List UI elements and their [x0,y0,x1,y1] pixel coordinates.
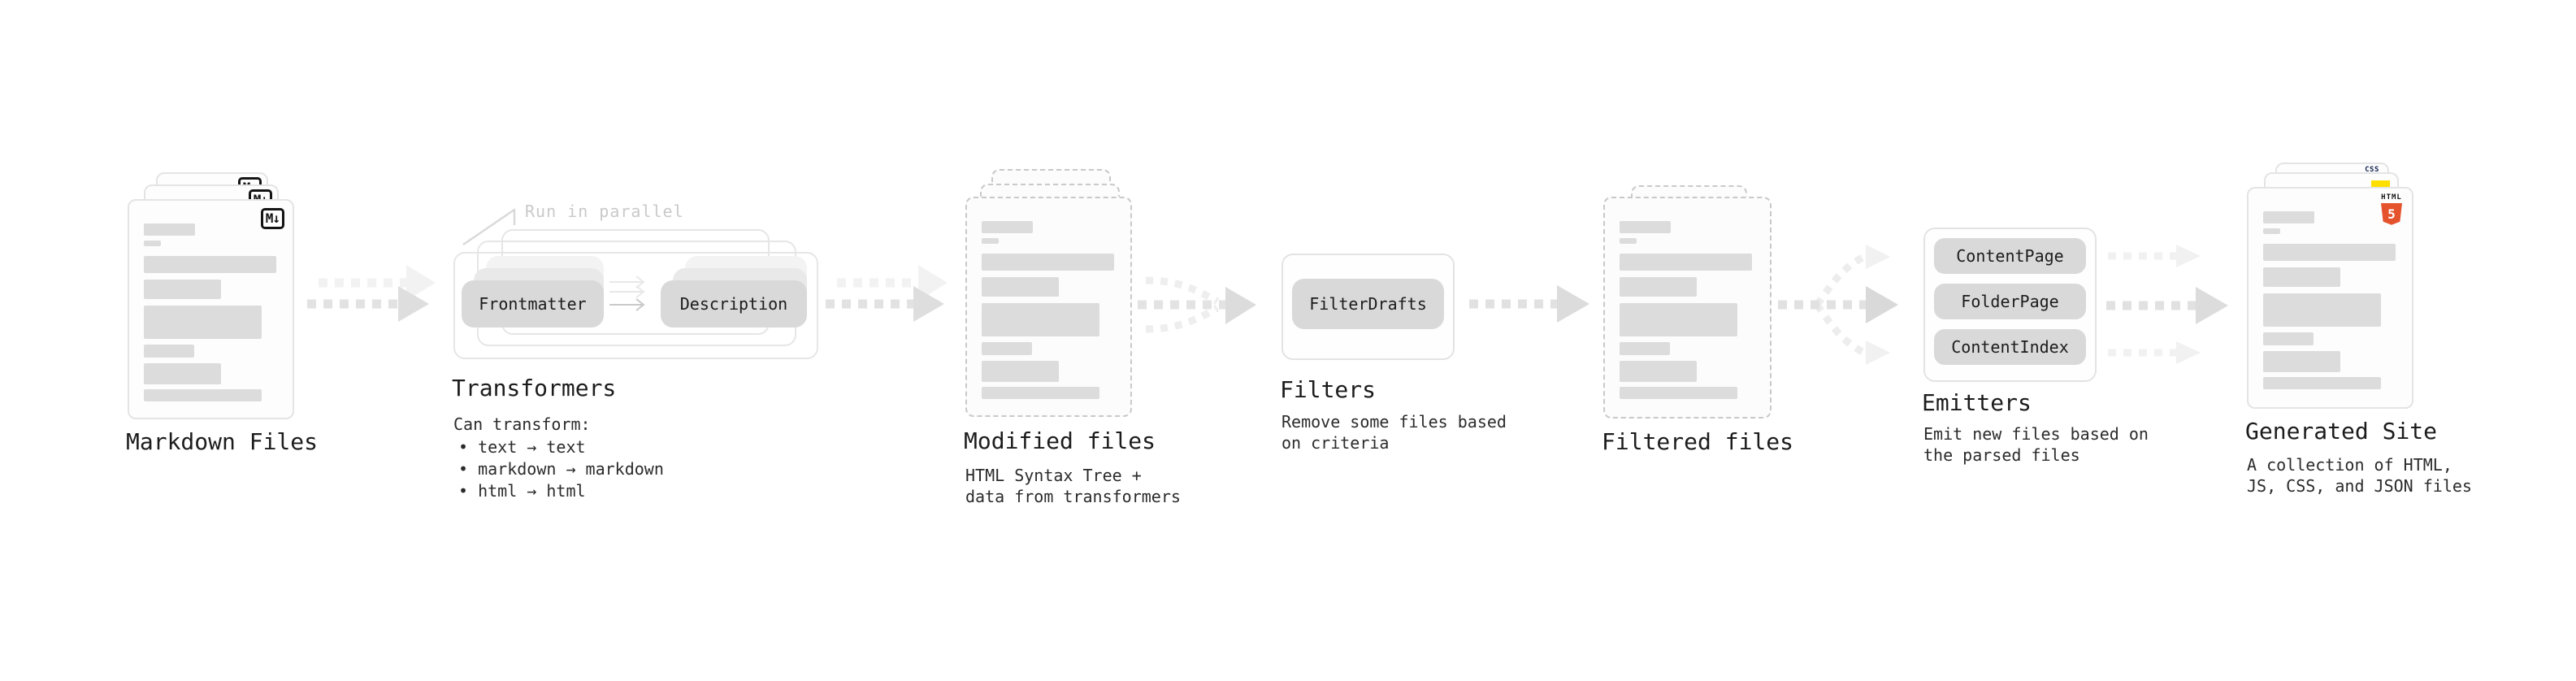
doc-placeholder-line [1620,254,1752,271]
markdown-file-card: M↓ [128,199,294,419]
doc-placeholder-line [1620,221,1671,233]
html5-icon-shield: 5 [2381,202,2402,225]
doc-placeholder-line [1620,303,1737,336]
doc-content-placeholder [129,201,293,401]
flow-arrow-modified-to-filters [1138,276,1256,333]
doc-placeholder-line [982,303,1099,336]
contentpage-pill-label: ContentPage [1956,246,2064,266]
folderpage-pill: FolderPage [1934,284,2086,319]
html5-icon-label: HTML [2381,193,2402,202]
transformers-description: Can transform: [453,414,591,434]
flow-arrow-md-to-transformers [307,265,436,322]
doc-placeholder-line [2263,228,2280,234]
contentindex-pill-label: ContentIndex [1951,337,2069,357]
bullet-item: • html → html [458,481,586,501]
doc-placeholder-line [144,389,262,401]
doc-content-placeholder [1605,198,1770,399]
filtered-file-card [1603,197,1772,419]
transformer-box [453,252,818,359]
doc-placeholder-line [2263,377,2381,389]
flow-arrow-transformers-to-modified [826,265,948,322]
doc-placeholder-line [2263,351,2340,372]
html5-icon: HTML 5 [2381,193,2402,225]
frontmatter-pill-label: Frontmatter [479,294,587,314]
filterdrafts-pill-label: FilterDrafts [1309,294,1427,314]
filters-label: Filters [1280,376,1377,403]
flow-arrow-emitter2-to-site [2106,287,2228,324]
css-icon-label: CSS [2365,166,2379,174]
doc-placeholder-line [1620,361,1697,382]
doc-placeholder-line [2263,293,2381,327]
doc-placeholder-line [144,280,221,299]
doc-placeholder-line [982,238,999,244]
doc-placeholder-line [1620,277,1697,297]
doc-content-placeholder [2249,189,2412,389]
emitters-description: Emit new files based on the parsed files [1923,424,2149,465]
generated-site-label: Generated Site [2245,418,2438,445]
doc-placeholder-line [2263,267,2340,287]
doc-placeholder-line [1620,387,1737,399]
annotation-leader-line [462,208,516,246]
doc-placeholder-line [2263,211,2314,223]
doc-placeholder-line [982,342,1032,355]
frontmatter-pill: Frontmatter [462,280,604,327]
filterdrafts-pill: FilterDrafts [1292,279,1444,329]
doc-placeholder-line [982,277,1059,297]
doc-placeholder-line [144,345,194,358]
modified-files-label: Modified files [964,427,1156,454]
flow-arrow-emitter3-to-site [2108,341,2201,364]
folderpage-pill-label: FolderPage [1961,292,2059,311]
contentindex-pill: ContentIndex [1934,329,2086,365]
doc-placeholder-line [144,363,221,384]
flow-arrow-filtered-to-emitters [1778,245,1898,365]
generated-site-description: A collection of HTML, JS, CSS, and JSON … [2247,455,2472,496]
run-in-parallel-annotation: Run in parallel [525,202,684,221]
doc-placeholder-line [982,387,1099,399]
doc-placeholder-line [144,256,276,273]
doc-content-placeholder [967,198,1130,399]
transform-step-arrows-icon [609,275,645,311]
markdown-icon: M↓ [260,208,284,229]
contentpage-pill: ContentPage [1934,238,2086,274]
filtered-files-label: Filtered files [1602,428,1794,455]
doc-placeholder-line [982,254,1114,271]
transformers-bullet-list: • text → text • markdown → markdown • ht… [458,436,664,502]
emitters-label: Emitters [1922,389,2032,416]
description-pill-label: Description [679,294,788,314]
markdown-files-label: Markdown Files [126,428,319,455]
modified-file-card [965,197,1132,417]
flow-arrow-filters-to-filtered [1469,285,1589,323]
doc-placeholder-line [2263,332,2314,345]
doc-placeholder-line [144,241,161,246]
description-pill: Description [661,280,807,327]
site-file-card-html: HTML 5 [2247,187,2413,409]
doc-placeholder-line [1620,342,1670,355]
doc-placeholder-line [1620,238,1637,244]
doc-placeholder-line [982,221,1033,233]
bullet-item: • text → text [458,437,586,457]
doc-placeholder-line [144,223,195,236]
filters-description: Remove some files based on criteria [1281,412,1507,453]
doc-placeholder-line [2263,244,2396,261]
flow-arrow-emitter1-to-site [2108,245,2201,267]
doc-placeholder-line [144,306,262,339]
bullet-item: • markdown → markdown [458,459,664,479]
modified-files-description: HTML Syntax Tree + data from transformer… [965,466,1181,506]
doc-placeholder-line [982,361,1059,382]
transformers-label: Transformers [452,375,617,401]
